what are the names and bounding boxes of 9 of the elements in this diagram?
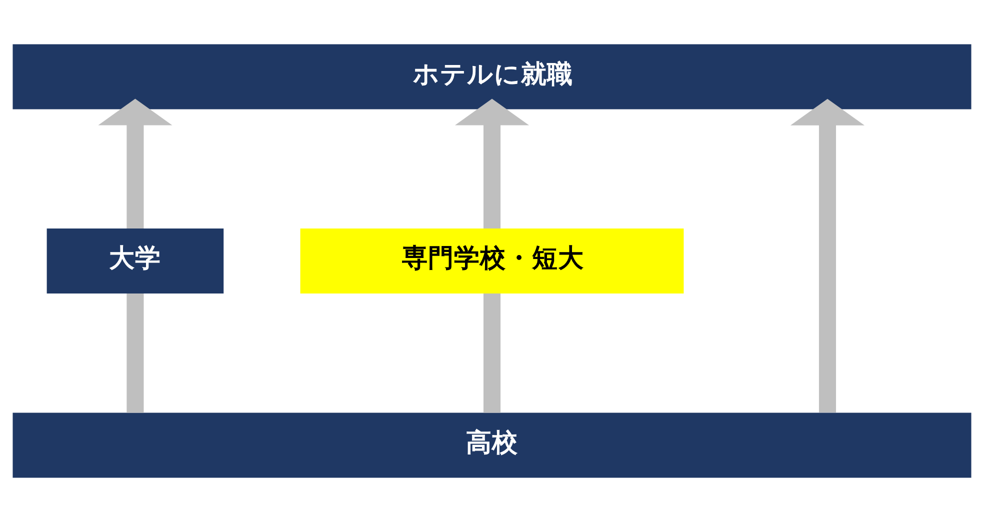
node-box: 専門学校・短大: [300, 228, 684, 293]
arrow: [790, 98, 865, 412]
arrow: [98, 98, 172, 228]
node-box: ホテルに就職: [12, 44, 972, 109]
node-box: 大学: [46, 228, 224, 293]
arrow: [454, 98, 530, 228]
node-box: 高校: [12, 412, 972, 478]
connector: [126, 293, 144, 412]
connector: [483, 293, 501, 412]
